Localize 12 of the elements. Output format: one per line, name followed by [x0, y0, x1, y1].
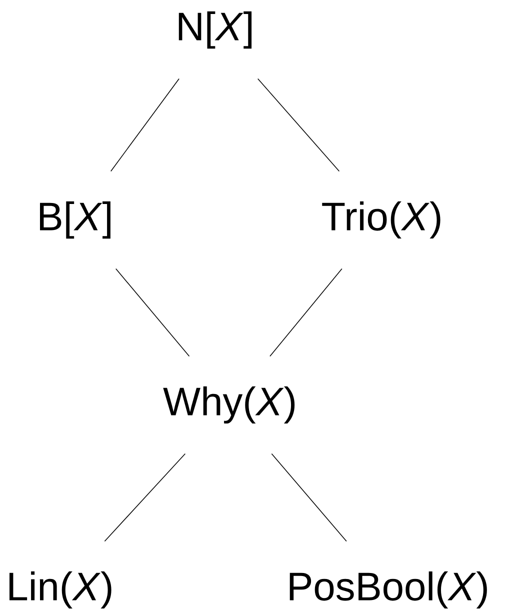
connector-line [271, 453, 347, 542]
node-label: Trio(X) [322, 201, 440, 239]
node-label: Why(X) [163, 386, 295, 424]
connector-line [270, 268, 342, 357]
connector-line [257, 78, 340, 172]
connector-line [104, 453, 186, 542]
connector-line [110, 78, 180, 172]
connector-line [115, 268, 190, 357]
node-label: N[X] [178, 11, 252, 49]
node-label: B[X] [40, 201, 110, 239]
node-label: Lin(X) [10, 571, 112, 609]
node-label: PosBool(X) [290, 571, 487, 609]
